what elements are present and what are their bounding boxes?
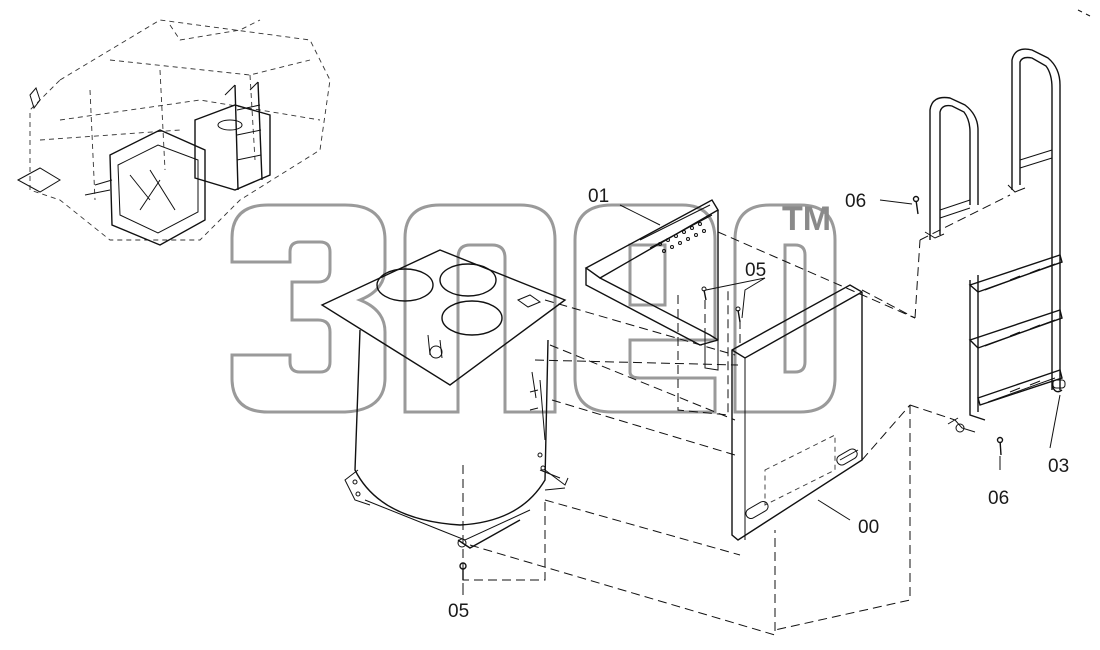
- label-part-05-top: 05: [745, 260, 766, 281]
- label-part-06-bottom: 06: [988, 488, 1009, 509]
- corner-marks: [1077, 9, 1091, 17]
- assembly-lines: [462, 194, 1011, 636]
- trademark-mark: TM: [782, 200, 831, 238]
- label-part-00: 00: [858, 517, 879, 538]
- part-00-panel: [731, 284, 863, 541]
- leader-lines: [462, 199, 1061, 595]
- label-part-05-bottom: 05: [448, 601, 469, 622]
- machine-overview: [16, 19, 331, 246]
- label-part-06-top: 06: [845, 191, 866, 212]
- watermark-logo: TM: [230, 200, 837, 414]
- label-part-03: 03: [1048, 456, 1069, 477]
- label-part-01: 01: [588, 186, 609, 207]
- part-03-ladder: [924, 48, 1066, 433]
- hydraulic-tank: [320, 249, 569, 549]
- screw-06-top: [912, 195, 920, 215]
- screw-06-bottom: [996, 436, 1004, 456]
